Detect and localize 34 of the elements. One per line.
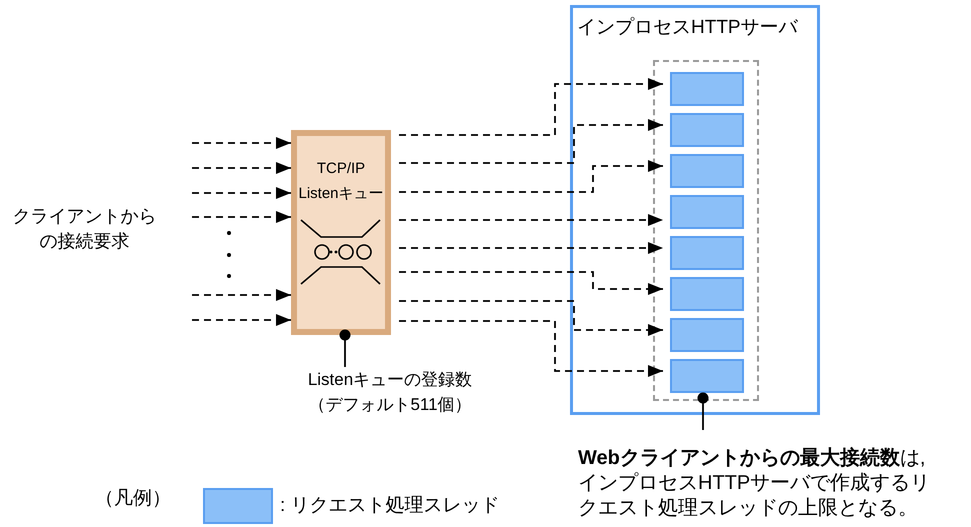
legend-title: （凡例）	[95, 487, 172, 511]
arrow	[192, 314, 291, 326]
arrow	[192, 162, 291, 174]
leader-line	[340, 330, 350, 367]
thread-box	[670, 72, 744, 106]
thread-box	[670, 318, 744, 352]
arrow	[399, 320, 663, 377]
thread-box	[670, 113, 744, 147]
queue-title: TCP/IP Listenキュー	[297, 159, 385, 204]
arrow	[399, 242, 663, 254]
thread-box	[670, 359, 744, 393]
legend-text: : リクエスト処理スレッド	[280, 494, 500, 518]
thread-box	[670, 195, 744, 229]
thread-pool-frame	[653, 60, 759, 401]
server-title: インプロセスHTTPサーバ	[577, 16, 798, 40]
label-text: クライアントからの接続要求	[12, 205, 158, 253]
arrow	[192, 211, 291, 223]
arrow	[399, 214, 663, 226]
leader-line	[698, 392, 708, 430]
thread-box	[670, 277, 744, 311]
arrow	[399, 119, 663, 164]
arrow	[192, 187, 291, 199]
queue-box	[291, 130, 391, 335]
thread-box	[670, 236, 744, 270]
arrow	[399, 160, 663, 193]
arrow	[192, 289, 291, 301]
arrow	[192, 137, 291, 149]
server-box	[570, 5, 820, 415]
leader-text: Listenキューの登録数（デフォルト511個）	[270, 367, 510, 421]
arrow	[399, 271, 663, 295]
thread-box	[670, 154, 744, 188]
arrow	[399, 78, 663, 136]
note-text: Webクライアントからの最大接続数は,インプロセスHTTPサーバで作成するリクエスト処理スレッドの上限となる。	[578, 446, 942, 524]
arrow	[399, 300, 663, 336]
